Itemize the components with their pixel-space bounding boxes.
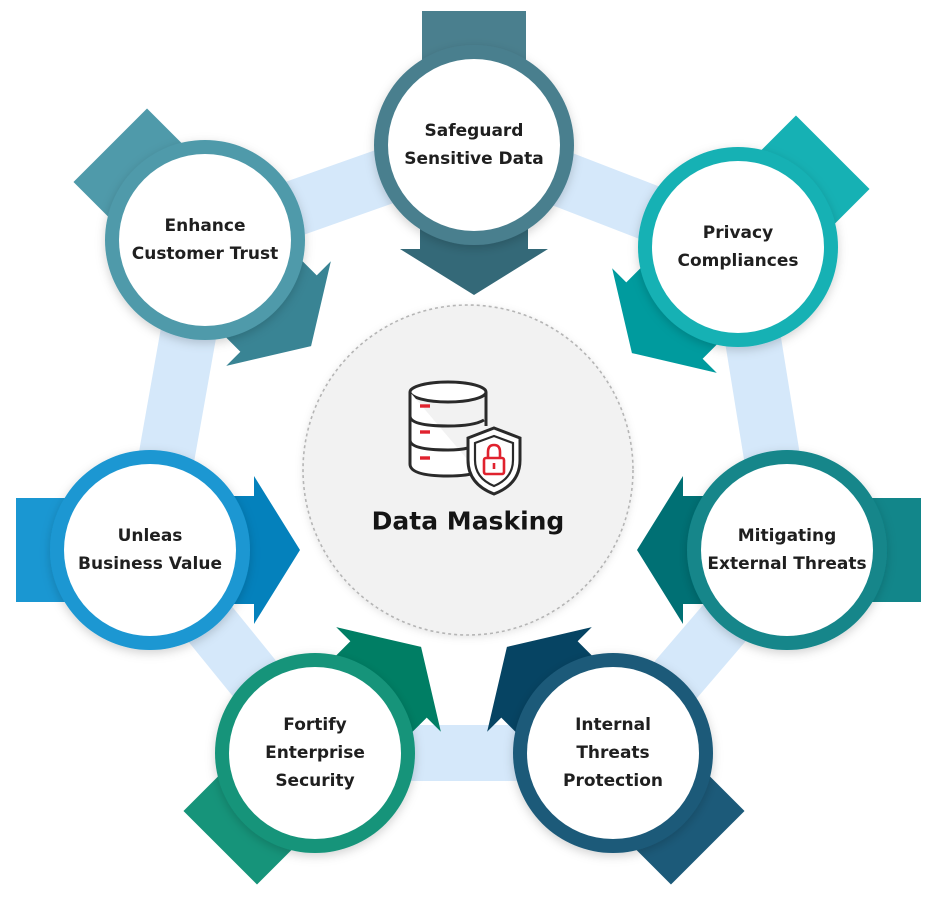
node-fortify xyxy=(183,627,441,885)
node-disc-trust xyxy=(119,154,291,326)
node-mitigating xyxy=(637,450,921,650)
node-label-line: Threats xyxy=(576,743,650,763)
node-unleash xyxy=(16,450,300,650)
node-disc-mitigating xyxy=(701,464,873,636)
node-label-line: Security xyxy=(275,771,355,791)
center-hub xyxy=(302,304,634,636)
node-disc-fortify xyxy=(229,667,401,839)
node-internal xyxy=(487,627,745,885)
node-ring xyxy=(16,11,921,885)
node-privacy xyxy=(612,115,870,373)
node-disc-internal xyxy=(527,667,699,839)
node-label-line: Customer Trust xyxy=(131,244,279,264)
node-disc-unleash xyxy=(64,464,236,636)
node-label-line: Compliances xyxy=(677,251,799,271)
node-label-line: Privacy xyxy=(702,223,774,243)
node-label-line: External Threats xyxy=(707,554,867,574)
node-label-line: Enhance xyxy=(164,216,246,236)
node-label-line: Mitigating xyxy=(737,526,837,546)
node-label-line: Business Value xyxy=(78,554,222,574)
node-label-line: Fortify xyxy=(283,715,347,735)
center-title: Data Masking xyxy=(371,506,565,536)
node-label-line: Sensitive Data xyxy=(404,149,544,169)
node-label-line: Safeguard xyxy=(424,121,524,141)
node-disc-privacy xyxy=(652,161,824,333)
node-label-line: Enterprise xyxy=(265,743,365,763)
node-trust xyxy=(73,108,331,366)
node-safeguard xyxy=(374,11,574,295)
node-disc-safeguard xyxy=(388,59,560,231)
node-label-line: Internal xyxy=(575,715,651,735)
node-label-line: Unleas xyxy=(117,526,183,546)
database-lock-icon xyxy=(408,380,522,496)
node-label-line: Protection xyxy=(563,771,663,791)
